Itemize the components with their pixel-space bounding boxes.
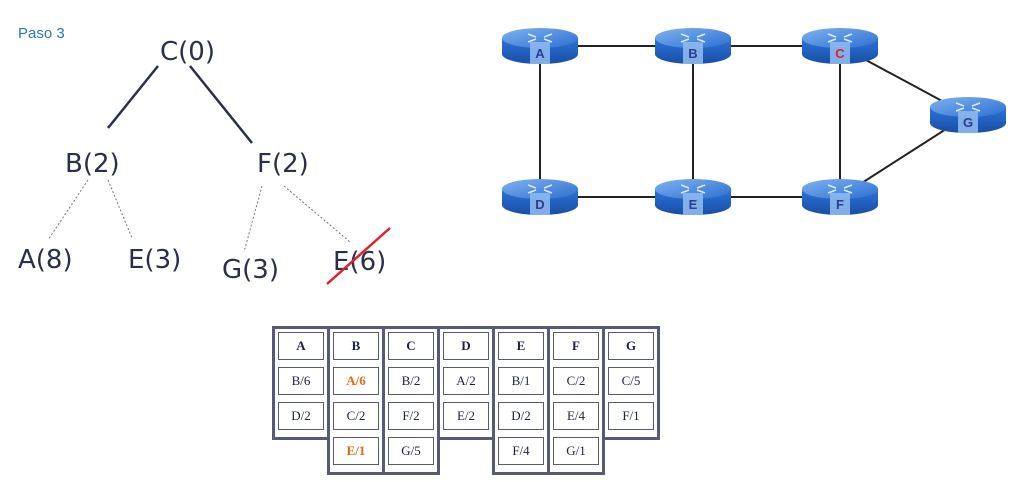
router-c-label: C: [835, 46, 845, 61]
table-cell: A/2: [443, 367, 489, 395]
strike-through-mark: [326, 227, 391, 285]
router-a-label: A: [535, 46, 545, 61]
table-cell-highlighted: E/1: [333, 437, 379, 465]
table-cell: C/2: [553, 367, 599, 395]
table-header: G: [608, 332, 654, 360]
table-cell: D/2: [278, 402, 324, 430]
tree-node-c: C(0): [160, 37, 215, 67]
tree-node-e: E(3): [128, 245, 181, 275]
table-cell: G/5: [388, 437, 434, 465]
tree-node-f: F(2): [257, 149, 309, 179]
step-title: Paso 3: [18, 25, 65, 42]
table-cell: B/1: [498, 367, 544, 395]
table-cell: C/5: [608, 367, 654, 395]
table-cell: G/1: [553, 437, 599, 465]
tree-edge-b-a: [47, 179, 89, 241]
table-header: A: [278, 332, 324, 360]
table-cell: F/1: [608, 402, 654, 430]
table-cell: E/4: [553, 402, 599, 430]
table-column-d: D A/2 E/2: [437, 326, 495, 440]
router-e-label: E: [689, 197, 698, 212]
router-f-label: F: [836, 197, 844, 212]
table-header: B: [333, 332, 379, 360]
router-b-label: B: [688, 46, 697, 61]
table-header: D: [443, 332, 489, 360]
tree-edge-b-e: [107, 179, 133, 239]
tree-node-b: B(2): [65, 149, 120, 179]
table-cell-highlighted: A/6: [333, 367, 379, 395]
table-header: C: [388, 332, 434, 360]
table-cell: D/2: [498, 402, 544, 430]
table-column-c: C B/2 F/2 G/5: [382, 326, 440, 475]
tree-edge-c-f: [189, 65, 253, 144]
table-header: F: [553, 332, 599, 360]
table-column-e: E B/1 D/2 F/4: [492, 326, 550, 475]
table-cell: B/2: [388, 367, 434, 395]
table-cell: B/6: [278, 367, 324, 395]
table-cell: E/2: [443, 402, 489, 430]
router-d-label: D: [535, 197, 544, 212]
tree-edge-f-e: [283, 185, 351, 243]
tree-edge-f-g: [243, 185, 263, 253]
table-cell: F/2: [388, 402, 434, 430]
tree-edge-c-b: [107, 65, 159, 129]
table-column-a: A B/6 D/2: [272, 326, 330, 440]
table-column-f: F C/2 E/4 G/1: [547, 326, 605, 475]
table-header: E: [498, 332, 544, 360]
router-g-label: G: [963, 115, 973, 130]
table-cell: F/4: [498, 437, 544, 465]
table-column-b: B A/6 C/2 E/1: [327, 326, 385, 475]
table-cell: C/2: [333, 402, 379, 430]
tree-node-g: G(3): [222, 255, 279, 285]
tree-node-a: A(8): [18, 245, 73, 275]
table-column-g: G C/5 F/1: [602, 326, 660, 440]
